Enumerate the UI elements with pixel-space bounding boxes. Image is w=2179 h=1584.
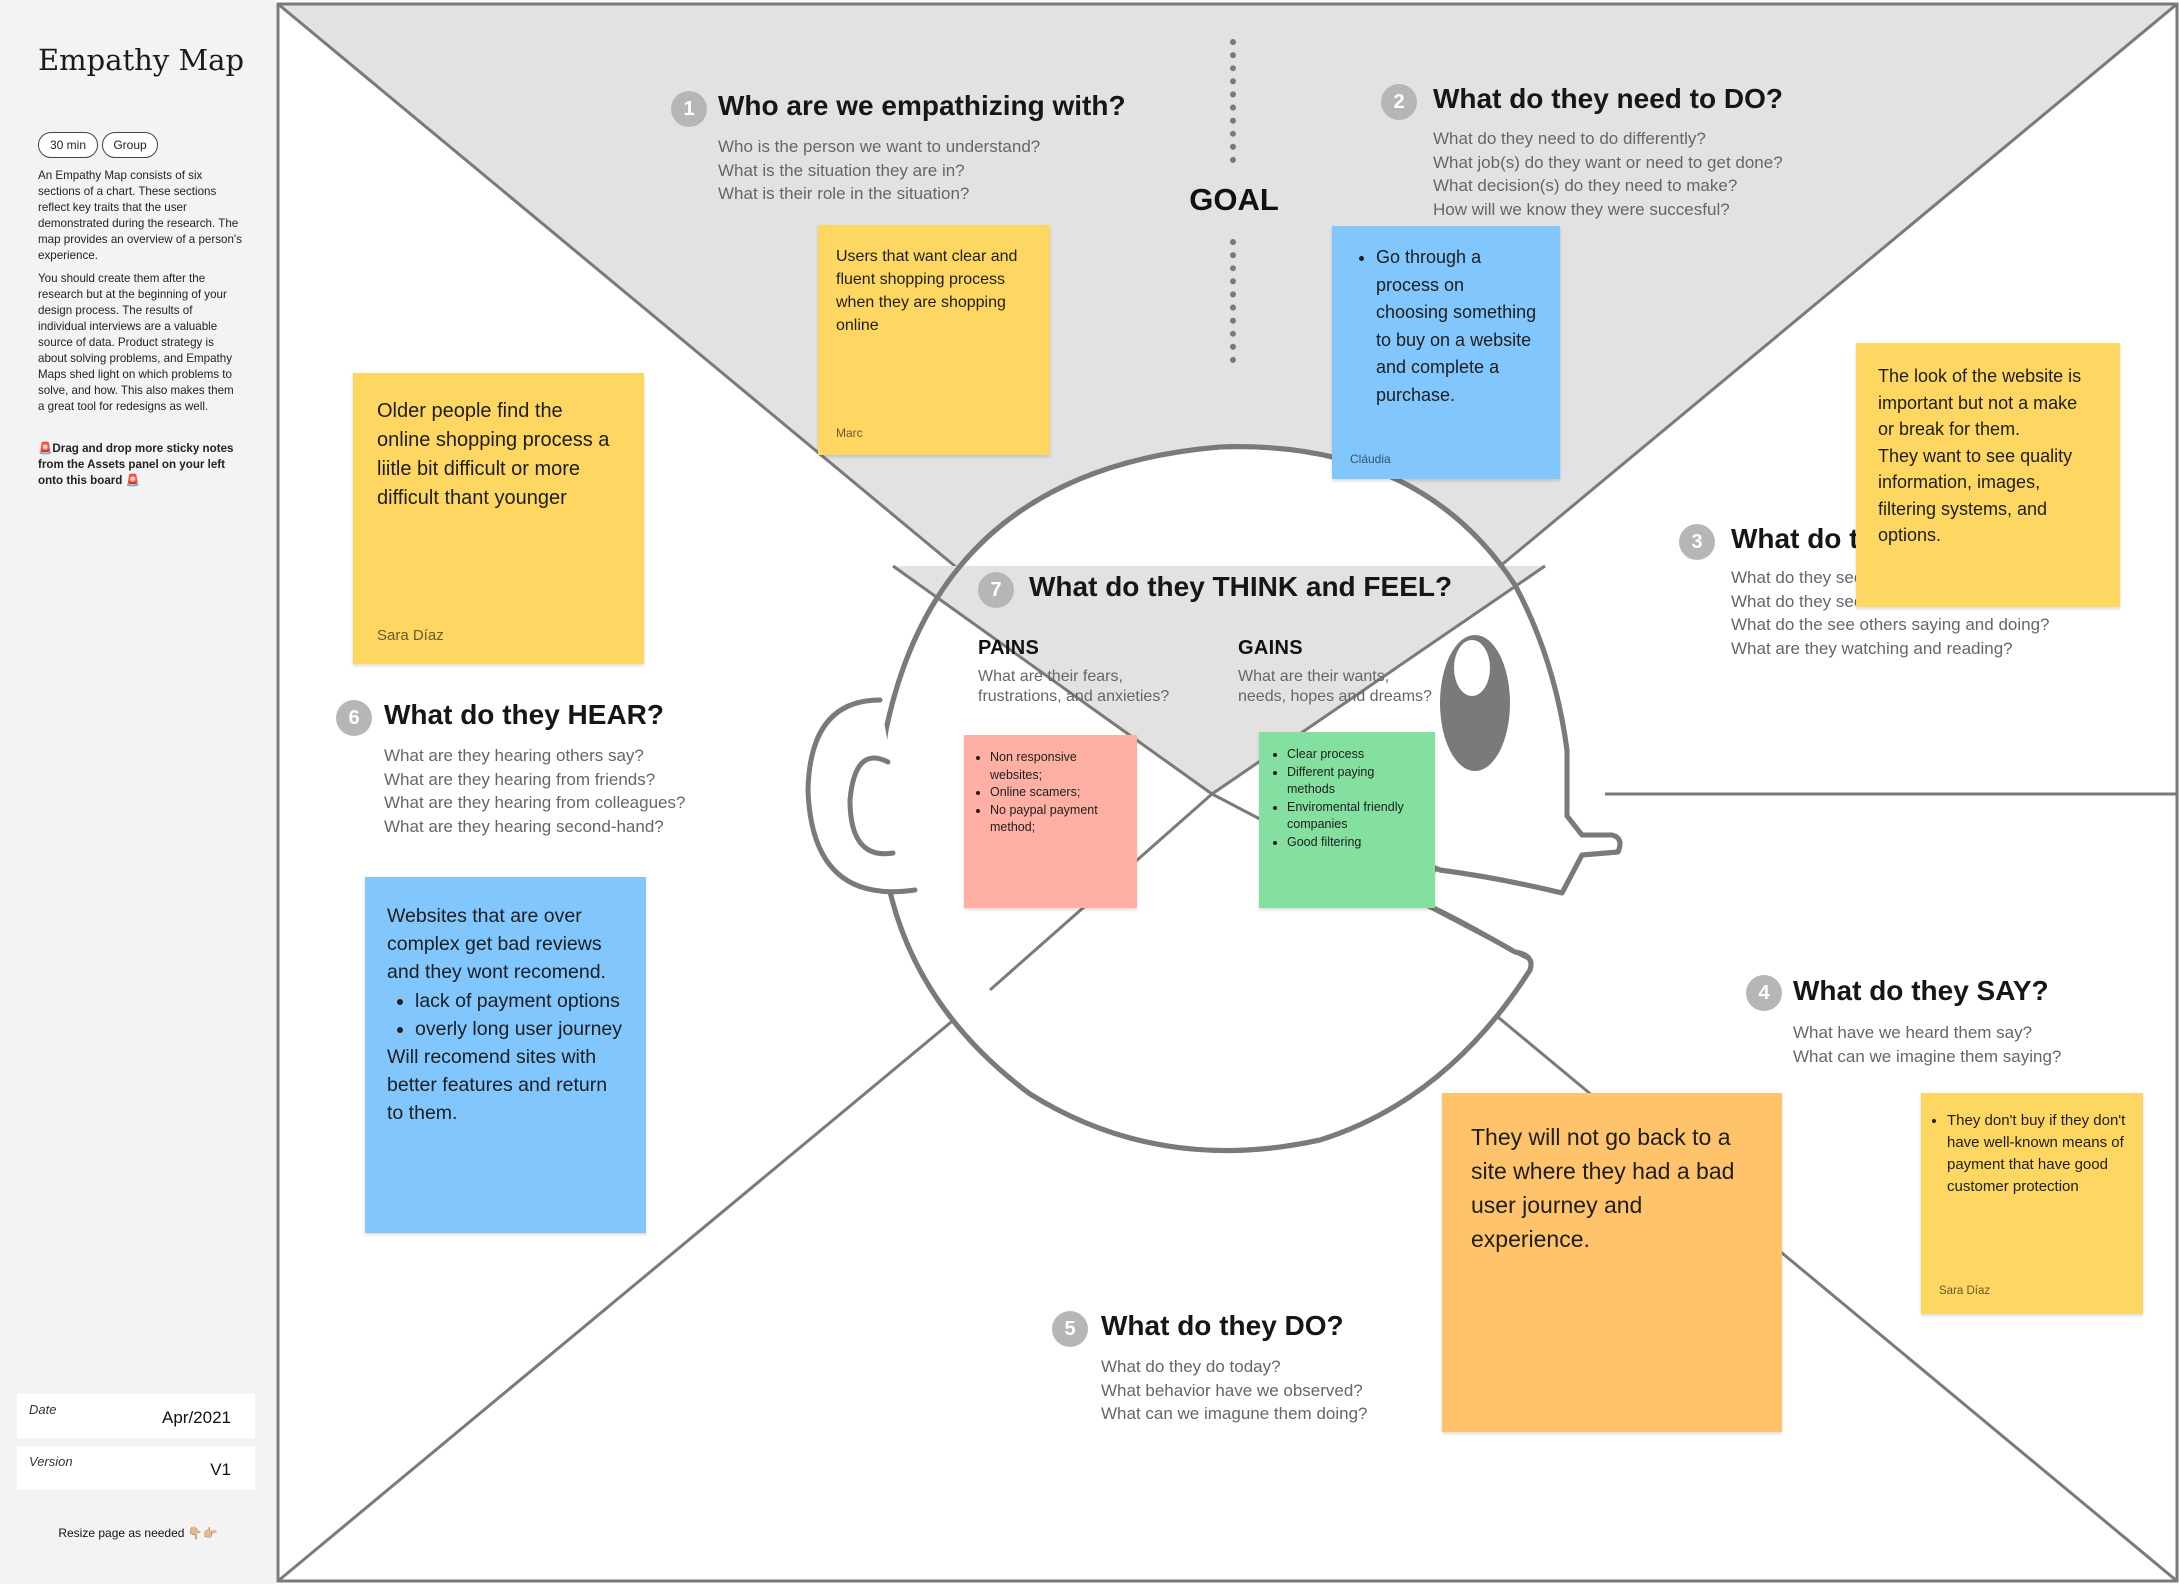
- section-1-question: What is the situation they are in?: [718, 160, 965, 180]
- sticky-note-text: Older people find the online shopping pr…: [377, 400, 610, 509]
- gains-heading: GAINS: [1238, 637, 1303, 659]
- section-4-badge: 4: [1746, 975, 1782, 1011]
- section-2-question: What job(s) do they want or need to get …: [1433, 152, 1783, 172]
- section-4-title: What do they SAY?: [1793, 975, 2049, 1006]
- goal-area: [278, 4, 2177, 790]
- sticky-note-need-to-do[interactable]: Go through a process on choosing somethi…: [1332, 226, 1560, 479]
- goal-label: GOAL: [1189, 182, 1279, 217]
- sidebar: Empathy Map 30 min Group An Empathy Map …: [0, 0, 276, 1584]
- sticky-note-list: They don't buy if they don't have well-k…: [1929, 1110, 2127, 1198]
- sticky-note-item: Different paying methods: [1287, 764, 1423, 799]
- section-1-badge: 1: [671, 91, 707, 127]
- date-label: Date: [29, 1402, 57, 1417]
- sticky-note-item: lack of payment options: [415, 987, 624, 1015]
- version-value: V1: [210, 1460, 231, 1479]
- sticky-note-older-people[interactable]: Older people find the online shopping pr…: [353, 373, 644, 664]
- sticky-note-text: Websites that are over complex get bad r…: [387, 905, 606, 984]
- section-4-question: What can we imagine them saying?: [1793, 1046, 2062, 1066]
- section-3-badge: 3: [1679, 524, 1715, 560]
- section-5-badge: 5: [1052, 1311, 1088, 1347]
- section-7-title: What do they THINK and FEEL?: [1029, 571, 1453, 602]
- sticky-note-list: Clear process Different paying methods E…: [1269, 746, 1423, 851]
- section-5-question: What do they do today?: [1101, 1357, 1281, 1376]
- sticky-note-item: No paypal payment method;: [990, 802, 1125, 837]
- section-3-question: What do the see others saying and doing?: [1731, 615, 2050, 634]
- sticky-note-item: They don't buy if they don't have well-k…: [1947, 1110, 2127, 1198]
- sticky-note-author: Sara Díaz: [377, 627, 444, 644]
- pains-heading: PAINS: [978, 637, 1040, 659]
- section-5-questions: What do they do today? What behavior hav…: [1101, 1355, 1391, 1426]
- sticky-note-item: Non responsive websites;: [990, 749, 1125, 784]
- section-1-question: What is their role in the situation?: [718, 184, 970, 203]
- version-field[interactable]: Version V1: [17, 1446, 255, 1490]
- ear-inner: [847, 755, 896, 857]
- section-1-questions: Who is the person we want to understand?…: [718, 135, 1040, 206]
- section-6-question: What are they hearing others say?: [384, 746, 644, 765]
- sticky-note-who[interactable]: Users that want clear and fluent shoppin…: [818, 225, 1050, 455]
- ear-outline: [805, 697, 918, 895]
- section-6-question: What are they hearing from friends?: [384, 769, 656, 789]
- sticky-note-item: Good filtering: [1287, 834, 1423, 852]
- section-6-title: What do they HEAR?: [384, 699, 664, 730]
- sticky-note-list: Non responsive websites; Online scamers;…: [972, 749, 1125, 837]
- section-6-questions: What are they hearing others say? What a…: [384, 744, 685, 838]
- section-1-question: Who is the person we want to understand?: [718, 137, 1041, 156]
- head-goal-shade: [893, 566, 1545, 794]
- section-3-question: What are they watching and reading?: [1731, 638, 2013, 658]
- gains-subtitle: What are their wants, needs, hopes and d…: [1238, 668, 1432, 705]
- section-1-title: Who are we empathizing with?: [718, 90, 1126, 121]
- eye-highlight: [1454, 640, 1490, 696]
- section-5-question: What behavior have we observed?: [1101, 1380, 1363, 1400]
- resize-note: Resize page as needed 👇🏼👉🏼: [58, 1526, 218, 1540]
- section-2-badge: 2: [1381, 84, 1417, 120]
- sticky-note-pains[interactable]: Non responsive websites; Online scamers;…: [964, 735, 1137, 908]
- description-paragraph-2: You should create them after the researc…: [38, 272, 234, 413]
- pains-subtitle: What are their fears, frustrations, and …: [978, 668, 1170, 705]
- section-2-title: What do they need to DO?: [1433, 83, 1783, 114]
- section-4-questions: What have we heard them say? What can we…: [1793, 1021, 2061, 1068]
- version-label: Version: [29, 1454, 73, 1469]
- sticky-note-item: Online scamers;: [990, 784, 1125, 802]
- sticky-note-list: lack of payment options overly long user…: [387, 987, 624, 1043]
- board-title: Empathy Map: [38, 43, 245, 77]
- sticky-note-item: Enviromental friendly companies: [1287, 799, 1423, 834]
- sticky-note-hear[interactable]: Websites that are over complex get bad r…: [365, 877, 646, 1233]
- sticky-note-gains[interactable]: Clear process Different paying methods E…: [1259, 732, 1435, 908]
- duration-tag: 30 min: [38, 132, 98, 158]
- group-tag: Group: [102, 132, 158, 158]
- description-paragraph-1: An Empathy Map consists of six sections …: [38, 169, 242, 262]
- sticky-note-item: overly long user journey: [415, 1015, 624, 1043]
- section-2-question: How will we know they were succesful?: [1433, 199, 1730, 219]
- sticky-note-list: Go through a process on choosing somethi…: [1358, 244, 1540, 409]
- sticky-note-text: Users that want clear and fluent shoppin…: [836, 248, 1018, 334]
- sticky-note-see[interactable]: The look of the website is important but…: [1856, 343, 2120, 607]
- sticky-note-say[interactable]: They don't buy if they don't have well-k…: [1921, 1093, 2143, 1314]
- sticky-note-do[interactable]: They will not go back to a site where th…: [1442, 1093, 1782, 1432]
- section-6-question: What are they hearing from colleagues?: [384, 793, 686, 812]
- section-6-question: What are they hearing second-hand?: [384, 816, 664, 836]
- sticky-note-author: Marc: [836, 426, 863, 440]
- section-4-question: What have we heard them say?: [1793, 1023, 2033, 1042]
- section-2-questions: What do they need to do differently? Wha…: [1433, 127, 1783, 221]
- section-7-badge: 7: [978, 572, 1014, 608]
- sticky-note-item: Go through a process on choosing somethi…: [1376, 244, 1540, 409]
- sticky-note-text: Will recomend sites with better features…: [387, 1046, 608, 1125]
- sticky-note-item: Clear process: [1287, 746, 1423, 764]
- date-value: Apr/2021: [162, 1408, 231, 1427]
- section-2-question: What do they need to do differently?: [1433, 129, 1706, 148]
- date-field[interactable]: Date Apr/2021: [17, 1394, 255, 1438]
- section-2-question: What decision(s) do they need to make?: [1433, 176, 1738, 195]
- section-5-title: What do they DO?: [1101, 1310, 1344, 1341]
- sticky-note-author: Sara Díaz: [1939, 1285, 1991, 1297]
- drag-instruction: 🚨Drag and drop more sticky notes from th…: [38, 442, 234, 487]
- section-6-badge: 6: [336, 700, 372, 736]
- sticky-note-author: Cláudia: [1350, 452, 1391, 466]
- section-5-question: What can we imagune them doing?: [1101, 1404, 1368, 1423]
